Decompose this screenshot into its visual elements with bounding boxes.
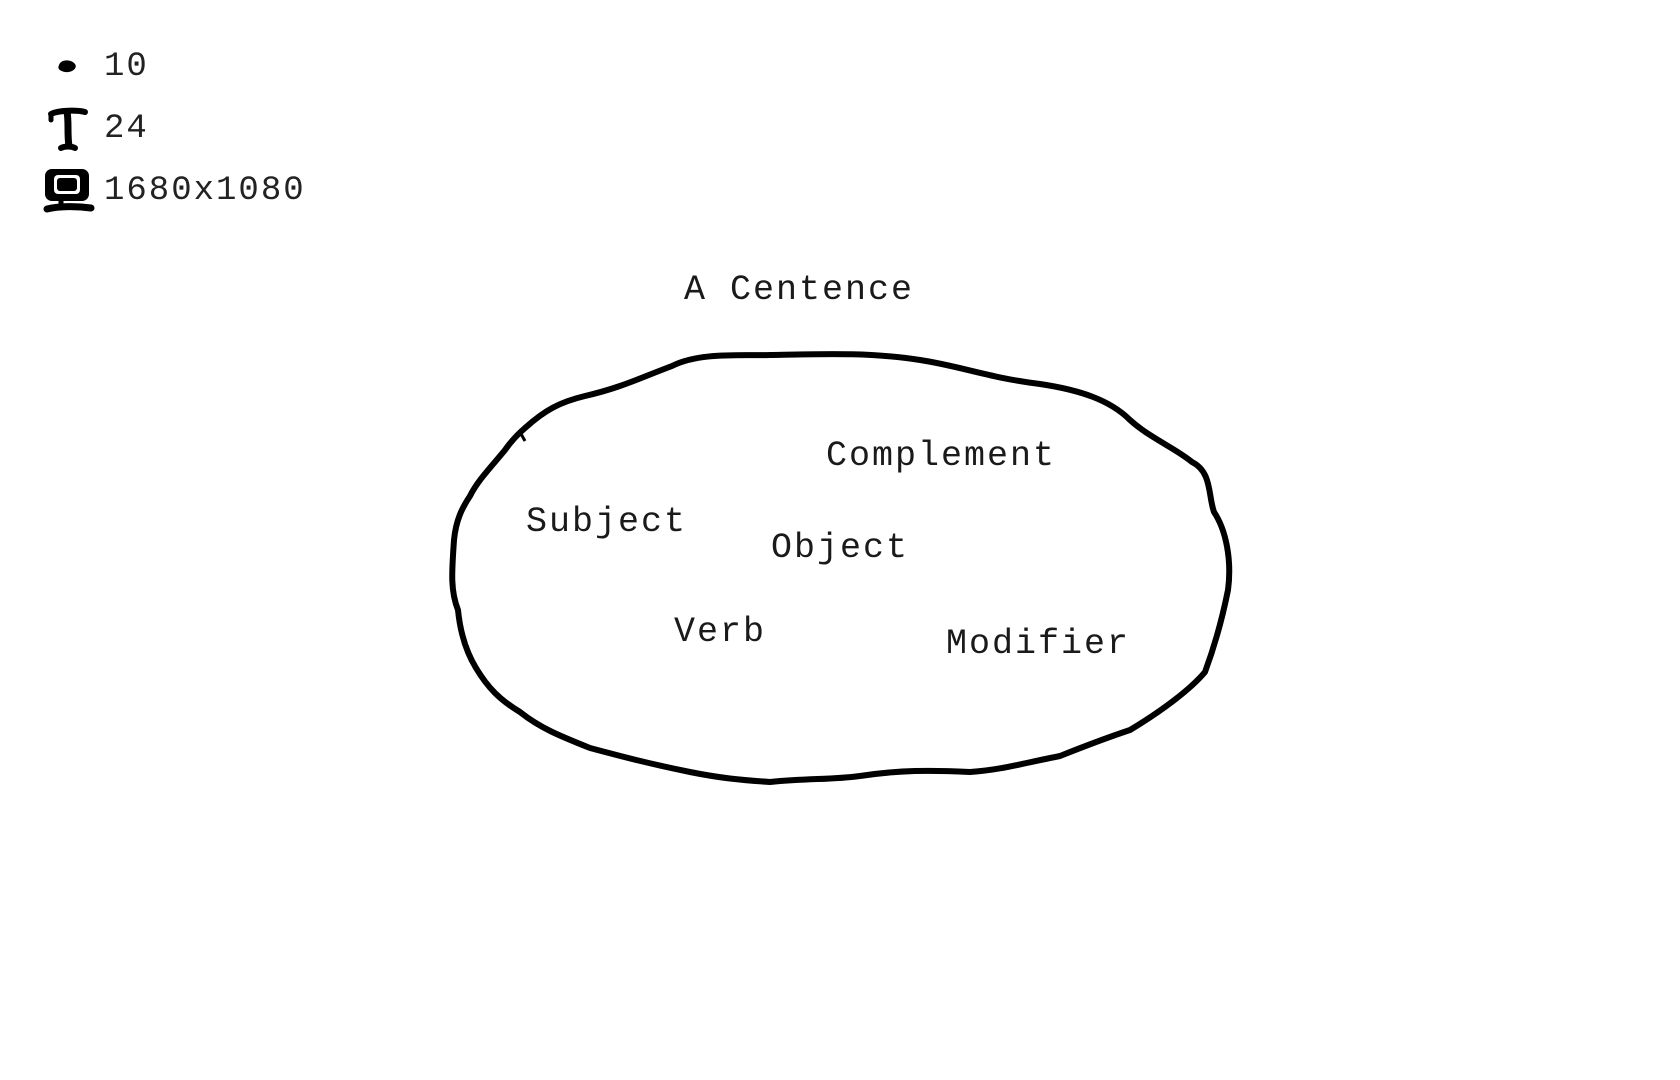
text-cursor-icon — [40, 101, 96, 157]
resolution-row: 1680x1080 — [40, 160, 306, 222]
ellipse-outline — [449, 351, 1233, 785]
brush-size-row: 10 — [40, 36, 306, 98]
label-verb: Verb — [674, 612, 767, 652]
font-size-value: 24 — [104, 110, 149, 148]
resolution-value: 1680x1080 — [104, 172, 306, 210]
label-complement: Complement — [826, 436, 1057, 476]
ellipse-stroke-tick — [518, 431, 527, 442]
tool-status-panel: 10 24 — [40, 36, 306, 222]
label-modifier: Modifier — [946, 624, 1131, 664]
monitor-icon — [40, 163, 96, 219]
label-subject: Subject — [526, 502, 688, 542]
diagram-title: A Centence — [684, 270, 915, 310]
label-object: Object — [771, 528, 910, 568]
font-size-row: 24 — [40, 98, 306, 160]
brush-size-value: 10 — [104, 48, 149, 86]
brush-dot-icon — [40, 39, 96, 95]
